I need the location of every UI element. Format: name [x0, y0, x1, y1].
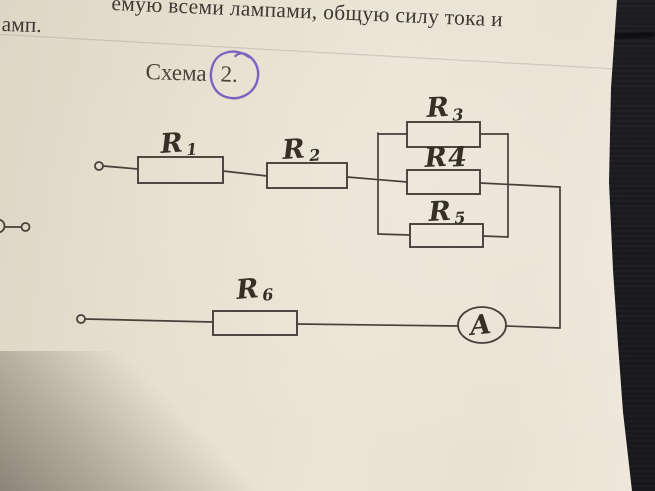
resistor-label-r4: R4	[423, 141, 468, 175]
resistor-r4-box	[406, 169, 481, 195]
terminal-icon-bottom	[76, 314, 86, 324]
pen-circle-icon	[209, 50, 260, 100]
ammeter-icon	[457, 306, 507, 344]
wire	[505, 325, 561, 329]
resistor-r1-box	[137, 156, 224, 184]
wire	[222, 170, 268, 177]
wire	[346, 176, 408, 183]
parallel-block	[377, 121, 561, 329]
resistor-r5-box	[409, 223, 484, 248]
wire	[482, 235, 509, 238]
adjacent-circuit-fragment	[0, 218, 31, 234]
wire	[296, 323, 459, 327]
terminal-icon-top	[94, 161, 104, 171]
resistor-label-r6: R6	[234, 272, 274, 307]
ammeter-label: A	[466, 309, 493, 342]
resistor-r2-box	[266, 162, 348, 189]
wire	[377, 233, 411, 236]
wire	[84, 318, 214, 323]
series-branch-top	[94, 156, 408, 189]
series-branch-bottom	[76, 306, 561, 344]
clipped-terminal-icon	[0, 218, 6, 234]
wire	[102, 165, 139, 170]
terminal-icon	[20, 222, 31, 232]
wire	[479, 182, 561, 188]
resistor-r6-box	[212, 310, 298, 336]
